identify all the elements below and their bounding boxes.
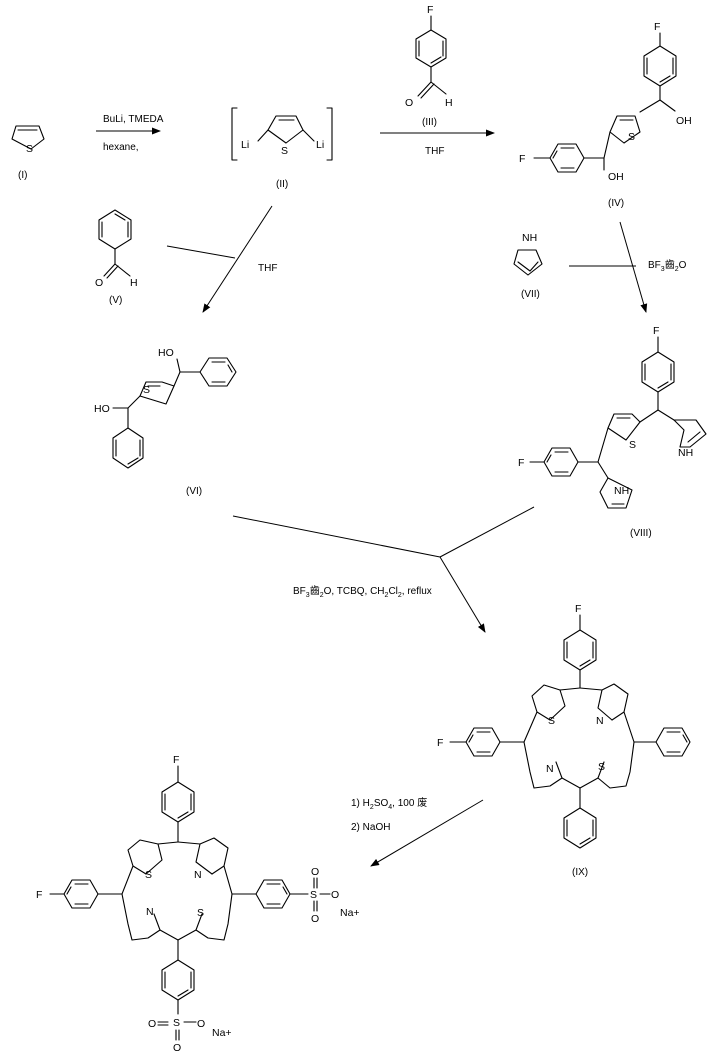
compound-II-dilithiothiophene: S Li Li (II): [231, 107, 333, 190]
compound-VII-pyrrole: NH (VII): [513, 232, 543, 300]
fluorine-atom: F: [427, 4, 433, 16]
oxygen-atom: O: [173, 1042, 181, 1054]
reagent-feed-line: [439, 506, 535, 558]
sulfur-atom: S: [145, 869, 152, 881]
arrow-step5: BF3齒2O, TCBQ, CH2Cl2, reflux: [232, 506, 535, 633]
arrow-step4: BF3齒2O: [569, 221, 687, 313]
sulfur-atom: S: [598, 761, 605, 773]
hydroxyl-group: OH: [676, 115, 692, 127]
reaction-arrow: [370, 799, 484, 867]
compound-label-VII: (VII): [521, 289, 540, 300]
lithium-atom: Li: [316, 139, 324, 151]
sulfur-atom: S: [628, 131, 635, 143]
lithium-atom: Li: [241, 139, 249, 151]
step1-reagent: BuLi, TMEDA: [103, 114, 164, 125]
oxygen-atom: O: [148, 1018, 156, 1030]
hydroxyl-group: HO: [94, 403, 110, 415]
hydroxyl-group: HO: [158, 347, 174, 359]
sulfur-atom: S: [281, 145, 288, 157]
oxygen-atom: O: [95, 277, 103, 289]
arrow-step6: 1) H2SO4, 100 废 2) NaOH: [351, 796, 484, 867]
sulfur-atom: S: [310, 889, 317, 901]
compound-IX-dithiaporphyrin: F S N F N S (IX): [437, 603, 691, 878]
compound-III-fluorobenzaldehyde: F O H (III): [405, 4, 453, 128]
fluorine-atom: F: [437, 737, 443, 749]
arrow-step3: THF: [166, 205, 277, 313]
compound-VI-diphenyl-diol: HO S HO (VI): [94, 347, 237, 497]
step4-reagent: BF3齒2O: [648, 259, 687, 273]
compound-label-VI: (VI): [186, 486, 202, 497]
step5-conditions: BF3齒2O, TCBQ, CH2Cl2, reflux: [293, 585, 432, 599]
compound-V-benzaldehyde: O H (V): [95, 209, 138, 306]
nitrogen-atom: N: [194, 869, 202, 881]
compound-label-I: (I): [18, 170, 27, 181]
fluorine-atom: F: [518, 457, 524, 469]
reaction-arrow: [202, 205, 273, 313]
fluorine-atom: F: [654, 21, 660, 33]
sodium-counterion: Na+: [212, 1027, 232, 1039]
amine-group: NH: [678, 447, 693, 459]
arrow-step1: BuLi, TMEDA hexane,: [96, 114, 164, 153]
step6-line1: 1) H2SO4, 100 废: [351, 796, 427, 811]
oxygen-atom: O: [311, 913, 319, 925]
fluorine-atom: F: [36, 889, 42, 901]
nitrogen-atom: N: [546, 763, 554, 775]
step3-solvent: THF: [258, 263, 277, 274]
reaction-arrow: [439, 556, 486, 633]
sulfur-atom: S: [548, 715, 555, 727]
compound-label-IV: (IV): [608, 198, 624, 209]
fluorine-atom: F: [519, 153, 525, 165]
sulfur-atom: S: [197, 907, 204, 919]
step2-solvent: THF: [425, 146, 444, 157]
compound-label-III: (III): [422, 117, 437, 128]
sulfur-atom: S: [629, 439, 636, 451]
compound-I-thiophene: S (I): [11, 125, 45, 181]
nitrogen-atom: N: [596, 715, 604, 727]
compound-IV-bis-fluorophenyl-diol: F OH S OH F (IV): [519, 21, 692, 209]
amine-group: NH: [614, 485, 629, 497]
compound-label-V: (V): [109, 295, 122, 306]
hydroxyl-group: OH: [608, 171, 624, 183]
sulfur-atom: S: [173, 1017, 180, 1029]
oxygen-atom: O: [331, 889, 339, 901]
compound-label-IX: (IX): [572, 867, 588, 878]
fluorine-atom: F: [575, 603, 581, 615]
arrow-step2: THF: [380, 129, 495, 157]
step6-line2: 2) NaOH: [351, 822, 390, 833]
hydrogen-atom: H: [130, 277, 138, 289]
hydrogen-atom: H: [445, 97, 453, 109]
sodium-counterion: Na+: [340, 907, 360, 919]
oxygen-atom: O: [405, 97, 413, 109]
fluorine-atom: F: [173, 754, 179, 766]
compound-final-sulfonated-porphyrin: F S N F S O O O Na+: [36, 754, 360, 1054]
nitrogen-atom: N: [146, 906, 154, 918]
oxygen-atom: O: [197, 1018, 205, 1030]
reaction-arrow: [619, 221, 648, 313]
sulfur-atom: S: [143, 384, 150, 396]
reagent-feed-line: [232, 515, 441, 558]
compound-VIII-dipyrromethane: F NH S F NH (VIII): [518, 325, 707, 539]
step1-solvent: hexane,: [103, 142, 139, 153]
reagent-feed-line: [166, 245, 236, 259]
sulfur-atom: S: [26, 143, 33, 155]
amine-group: NH: [522, 232, 537, 244]
oxygen-atom: O: [311, 866, 319, 878]
compound-label-VIII: (VIII): [630, 528, 652, 539]
compound-label-II: (II): [276, 179, 288, 190]
fluorine-atom: F: [653, 325, 659, 337]
